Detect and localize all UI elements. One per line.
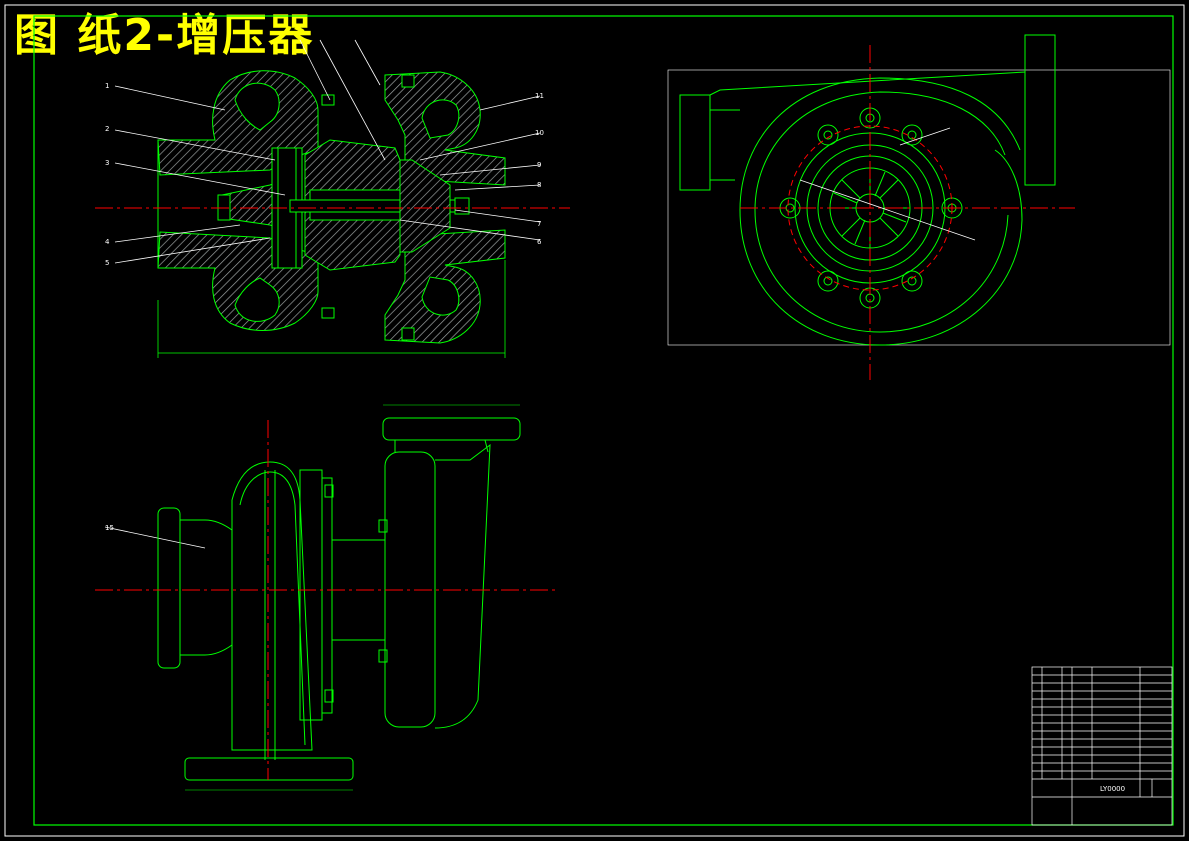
- front-view: [667, 34, 1171, 346]
- balloon-4: 4: [105, 238, 110, 246]
- balloon-9: 9: [537, 161, 541, 169]
- balloon-6: 6: [537, 238, 542, 246]
- side-view-centerlines: [95, 420, 555, 780]
- outer-frame: [4, 4, 1185, 837]
- front-view-leaders: [799, 127, 976, 241]
- compressor-volute-upper: [234, 82, 280, 131]
- balloon-11: 11: [535, 92, 544, 100]
- compressor-volute-lower: [234, 277, 280, 322]
- leader-lines: [104, 39, 541, 549]
- title-block: [1031, 666, 1173, 826]
- balloon-5: 5: [105, 259, 109, 267]
- balloon-15: 15: [105, 524, 114, 532]
- volute-outline: [739, 77, 1023, 346]
- balloon-7: 7: [537, 220, 541, 228]
- side-view: [157, 404, 521, 791]
- turbine-wheel: [399, 159, 451, 253]
- inner-frame: [33, 15, 1174, 826]
- drawing-number: LY0000: [1100, 785, 1125, 793]
- balloon-labels: 1 2 3 4 5 6 7 8 9 10 11 15: [105, 82, 544, 532]
- drawing-title: 图 纸2-增压器: [14, 10, 315, 61]
- balloon-1: 1: [105, 82, 109, 90]
- section-view: [157, 70, 506, 358]
- front-view-centerlines: [740, 45, 1075, 380]
- balloon-8: 8: [537, 181, 541, 189]
- balloon-2: 2: [105, 125, 109, 133]
- balloon-10: 10: [535, 129, 544, 137]
- balloon-3: 3: [105, 159, 109, 167]
